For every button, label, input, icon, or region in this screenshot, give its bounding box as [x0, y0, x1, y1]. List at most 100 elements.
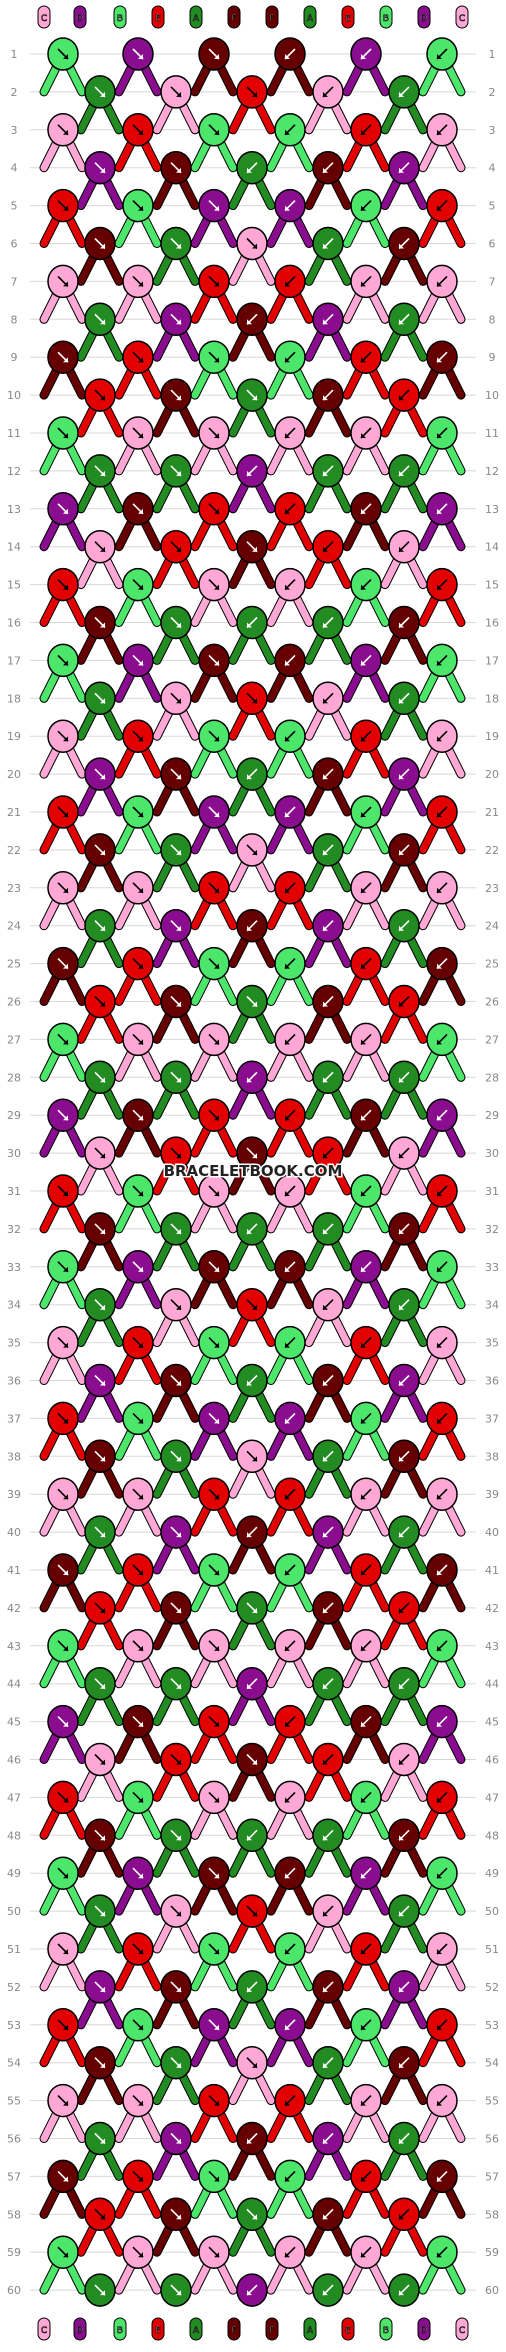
strand-letter-top: F	[231, 14, 236, 24]
row-label-left: 42	[7, 1602, 21, 1615]
knot-arrowhead-icon	[437, 1645, 442, 1651]
knot-arrowhead-icon	[437, 205, 442, 211]
knot-arrowhead-icon	[323, 1456, 328, 1462]
knot-arrowhead-icon	[323, 1835, 328, 1841]
knot-arrowhead-icon	[63, 812, 68, 817]
knot-arrowhead-icon	[323, 1683, 328, 1689]
knot-arrowhead-icon	[138, 1949, 143, 1954]
row-label-right: 49	[485, 1867, 499, 1880]
knot-arrowhead-icon	[437, 1949, 442, 1954]
knot-arrowhead-icon	[138, 1039, 143, 1045]
knot-arrowhead-icon	[361, 281, 366, 287]
row-label-left: 36	[7, 1375, 21, 1388]
row-label-left: 7	[11, 275, 18, 288]
knot-arrowhead-icon	[399, 1532, 404, 1538]
knot-arrowhead-icon	[176, 1683, 181, 1689]
knot-arrowhead-icon	[437, 2176, 442, 2182]
knot-arrowhead-icon	[214, 281, 219, 287]
row-label-right: 51	[485, 1943, 499, 1956]
knot-arrowhead-icon	[437, 1418, 442, 1424]
knot-arrowhead-icon	[323, 1001, 328, 1007]
knot-arrowhead-icon	[63, 281, 68, 287]
knot-arrowhead-icon	[361, 2252, 366, 2258]
knot-arrowhead-icon	[361, 736, 366, 742]
knot-arrowhead-icon	[63, 1721, 68, 1727]
knot-arrowhead-icon	[63, 508, 68, 514]
knot-arrowhead-icon	[247, 1683, 252, 1689]
row-label-right: 22	[485, 844, 499, 857]
strand-marker-top	[341, 5, 355, 29]
knot-arrowhead-icon	[176, 1304, 181, 1310]
strand-letter-bottom: B	[383, 2326, 389, 2336]
knot-arrowhead-icon	[252, 2214, 257, 2220]
knot-arrowhead-icon	[247, 2138, 252, 2144]
row-label-left: 38	[7, 1450, 21, 1463]
knot-arrowhead-icon	[176, 774, 181, 780]
row-label-right: 46	[485, 1754, 499, 1767]
row-label-left: 28	[7, 1071, 21, 1084]
strand-marker-bottom	[265, 2317, 279, 2341]
knot-arrowhead-icon	[100, 1456, 105, 1462]
knot-arrowhead-icon	[214, 1721, 219, 1727]
knot-arrowhead-icon	[399, 243, 404, 249]
knot-arrowhead-icon	[361, 1342, 366, 1348]
knot-arrowhead-icon	[361, 1645, 366, 1651]
knot-arrowhead-icon	[247, 167, 252, 173]
knot-arrowhead-icon	[138, 281, 143, 287]
knot-arrowhead-icon	[247, 1077, 252, 1083]
strand-letter-bottom: A	[193, 2326, 200, 2336]
knot-arrowhead-icon	[399, 167, 404, 173]
row-label-right: 28	[485, 1071, 499, 1084]
knot-arrowhead-icon	[399, 395, 404, 401]
row-label-right: 26	[485, 996, 499, 1009]
knot-arrowhead-icon	[63, 2100, 68, 2106]
strand-marker-top	[189, 5, 203, 29]
strand-marker-top	[455, 5, 469, 29]
knot-arrowhead-icon	[252, 849, 257, 855]
knot-arrowhead-icon	[214, 887, 219, 893]
knot-arrowhead-icon	[63, 1115, 68, 1121]
knot-arrowhead-icon	[285, 1949, 290, 1954]
knot-arrowhead-icon	[176, 2138, 181, 2144]
knot-arrowhead-icon	[176, 1835, 181, 1841]
row-label-right: 59	[485, 2246, 499, 2259]
knot-arrowhead-icon	[361, 2024, 366, 2030]
knot-arrowhead-icon	[247, 622, 252, 628]
row-label-left: 30	[7, 1147, 21, 1160]
row-label-right: 25	[485, 958, 499, 971]
row-label-left: 44	[7, 1678, 21, 1691]
row-label-right: 55	[485, 2095, 499, 2108]
row-label-right: 8	[489, 313, 496, 326]
knot-arrowhead-icon	[285, 1570, 290, 1575]
strand-letter-top: C	[459, 14, 465, 24]
knot-arrowhead-icon	[100, 1986, 105, 1992]
row-label-right: 52	[485, 1981, 499, 1994]
knot-arrowhead-icon	[63, 736, 68, 742]
knot-arrowhead-icon	[63, 2252, 68, 2258]
row-label-right: 23	[485, 882, 499, 895]
knot-arrowhead-icon	[138, 357, 143, 363]
row-label-right: 19	[485, 730, 499, 743]
watermark-text: BRACELETBOOK.COM	[164, 1162, 343, 1180]
knot-arrowhead-icon	[63, 1342, 68, 1348]
row-label-left: 6	[11, 238, 18, 251]
row-label-left: 48	[7, 1829, 21, 1842]
knot-arrowhead-icon	[214, 205, 219, 211]
knot-arrowhead-icon	[176, 167, 181, 173]
knot-arrowhead-icon	[176, 622, 181, 628]
strand-letter-bottom: D	[421, 2326, 428, 2336]
knot-arrowhead-icon	[252, 1456, 257, 1462]
row-label-left: 52	[7, 1981, 21, 1994]
knot-arrowhead-icon	[138, 1645, 143, 1651]
knot-arrowhead-icon	[285, 1418, 290, 1424]
knot-arrowhead-icon	[63, 1873, 68, 1879]
knot-arrowhead-icon	[399, 1153, 404, 1159]
knot-arrowhead-icon	[285, 2024, 290, 2030]
row-label-left: 29	[7, 1109, 21, 1122]
strand-marker-bottom	[37, 2317, 51, 2341]
knot-arrowhead-icon	[437, 1797, 442, 1803]
knot-arrowhead-icon	[138, 963, 143, 969]
knot-arrowhead-icon	[437, 2252, 442, 2258]
knot-arrowhead-icon	[285, 1797, 290, 1803]
row-label-right: 2	[489, 86, 496, 99]
